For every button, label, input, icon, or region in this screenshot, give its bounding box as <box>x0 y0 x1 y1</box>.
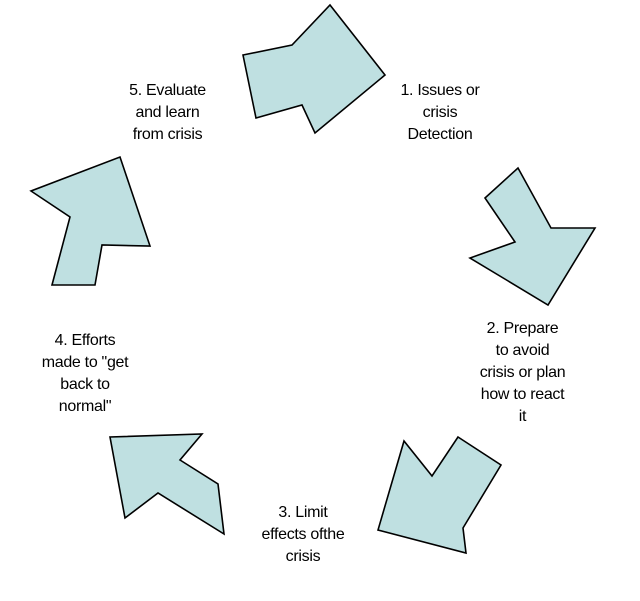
stage-2-label: 2. Prepare to avoid crisis or plan how t… <box>479 320 566 425</box>
arrow-icon-2 <box>468 166 597 307</box>
arrow-icon-1 <box>242 3 387 135</box>
stage-3-label: 3. Limit effects ofthe crisis <box>261 504 345 565</box>
stage-4-label: 4. Efforts made to "get back to normal" <box>41 332 129 415</box>
arrow-icon-4 <box>109 433 225 536</box>
arrow-icon-5 <box>29 155 152 286</box>
stage-5-label: 5. Evaluate and learn from crisis <box>129 82 206 143</box>
arrow-icon-3 <box>377 435 503 555</box>
stage-1-label: 1. Issues or crisis Detection <box>400 82 480 143</box>
